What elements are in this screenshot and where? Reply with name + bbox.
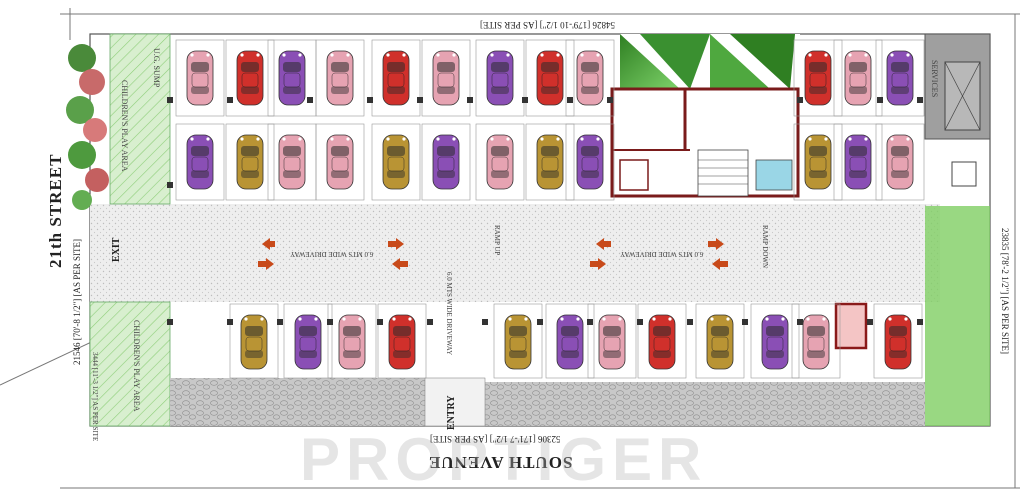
ug-sump-label: U.G. SUMP bbox=[152, 48, 161, 88]
car-gold bbox=[504, 314, 532, 370]
car-purple bbox=[576, 134, 604, 190]
childrens-play-area-bottom bbox=[89, 301, 171, 427]
ramp-left-label: RAMP UP bbox=[493, 225, 501, 256]
car-pink bbox=[802, 314, 830, 370]
services-small-box bbox=[951, 161, 977, 187]
dimension-left: 21546 [70'-8 1/2"] [AS PER SITE] bbox=[72, 238, 82, 365]
car-pink bbox=[278, 134, 306, 190]
car-pink bbox=[886, 134, 914, 190]
green-strip-right bbox=[925, 206, 990, 426]
car-pink bbox=[326, 134, 354, 190]
paving-bottom-right bbox=[485, 382, 925, 426]
car-red bbox=[648, 314, 676, 370]
car-pink bbox=[432, 50, 460, 106]
dimension-right: 23835 [78'-2 1/2"] [AS PER SITE] bbox=[1000, 228, 1010, 355]
driveway-label-left: 6.0 MTS WIDE DRIVEWAY bbox=[290, 250, 374, 258]
car-red bbox=[382, 50, 410, 106]
car-pink bbox=[486, 134, 514, 190]
watermark: PROPTIGER bbox=[300, 426, 708, 493]
exit-label: EXIT bbox=[111, 237, 122, 262]
ramp-right-label: RAMP DOWN bbox=[761, 225, 769, 269]
street-label-left: 21th STREET bbox=[46, 153, 65, 268]
car-pink bbox=[844, 50, 872, 106]
car-purple bbox=[556, 314, 584, 370]
toilet-block bbox=[834, 302, 868, 350]
entry-gap bbox=[424, 377, 486, 427]
childrens-play-area-top bbox=[109, 33, 171, 205]
dimension-top: 54826 [179'-10 1/2"] [AS PER SITE] bbox=[480, 20, 616, 30]
car-red bbox=[804, 50, 832, 106]
car-pink bbox=[598, 314, 626, 370]
entry-label: ENTRY bbox=[446, 395, 457, 430]
car-purple bbox=[486, 50, 514, 106]
car-pink bbox=[186, 50, 214, 106]
car-gold bbox=[706, 314, 734, 370]
childrens-play-bottom-label: CHILDREN'S PLAY AREA bbox=[132, 320, 141, 412]
car-red bbox=[536, 50, 564, 106]
car-gold bbox=[382, 134, 410, 190]
car-purple bbox=[432, 134, 460, 190]
parking-slot-lines bbox=[175, 39, 925, 379]
car-gold bbox=[536, 134, 564, 190]
car-purple bbox=[844, 134, 872, 190]
paving-bottom-left bbox=[170, 378, 425, 426]
dimension-bottom: 52306 [171'-7 1/2"] [AS PER SITE] bbox=[430, 434, 561, 444]
driveway bbox=[90, 204, 940, 302]
property-lines bbox=[0, 8, 1020, 489]
car-gold bbox=[236, 134, 264, 190]
car-gold bbox=[240, 314, 268, 370]
car-red bbox=[388, 314, 416, 370]
columns bbox=[167, 97, 923, 325]
car-pink bbox=[576, 50, 604, 106]
car-pink bbox=[326, 50, 354, 106]
car-purple bbox=[761, 314, 789, 370]
driveway-center-label: 6.0 MTS WIDE DRIVEWAY bbox=[445, 272, 453, 356]
direction-arrows bbox=[258, 238, 728, 270]
driveway-label-right: 6.0 MTS WIDE DRIVEWAY bbox=[620, 250, 704, 258]
car-purple bbox=[294, 314, 322, 370]
landscape-area bbox=[620, 34, 800, 89]
core-block bbox=[610, 87, 800, 198]
car-purple bbox=[278, 50, 306, 106]
car-gold bbox=[804, 134, 832, 190]
trees bbox=[66, 44, 109, 210]
services-label: SERVICES bbox=[930, 60, 939, 98]
dimension-bottom-left: 3444 [11'-3 1/2"] AS PER SITE bbox=[91, 352, 99, 442]
car-pink bbox=[338, 314, 366, 370]
car-purple bbox=[186, 134, 214, 190]
car-red bbox=[884, 314, 912, 370]
cars-layer bbox=[186, 50, 914, 370]
car-purple bbox=[886, 50, 914, 106]
car-red bbox=[236, 50, 264, 106]
childrens-play-top-label: CHILDREN'S PLAY AREA bbox=[120, 80, 129, 172]
